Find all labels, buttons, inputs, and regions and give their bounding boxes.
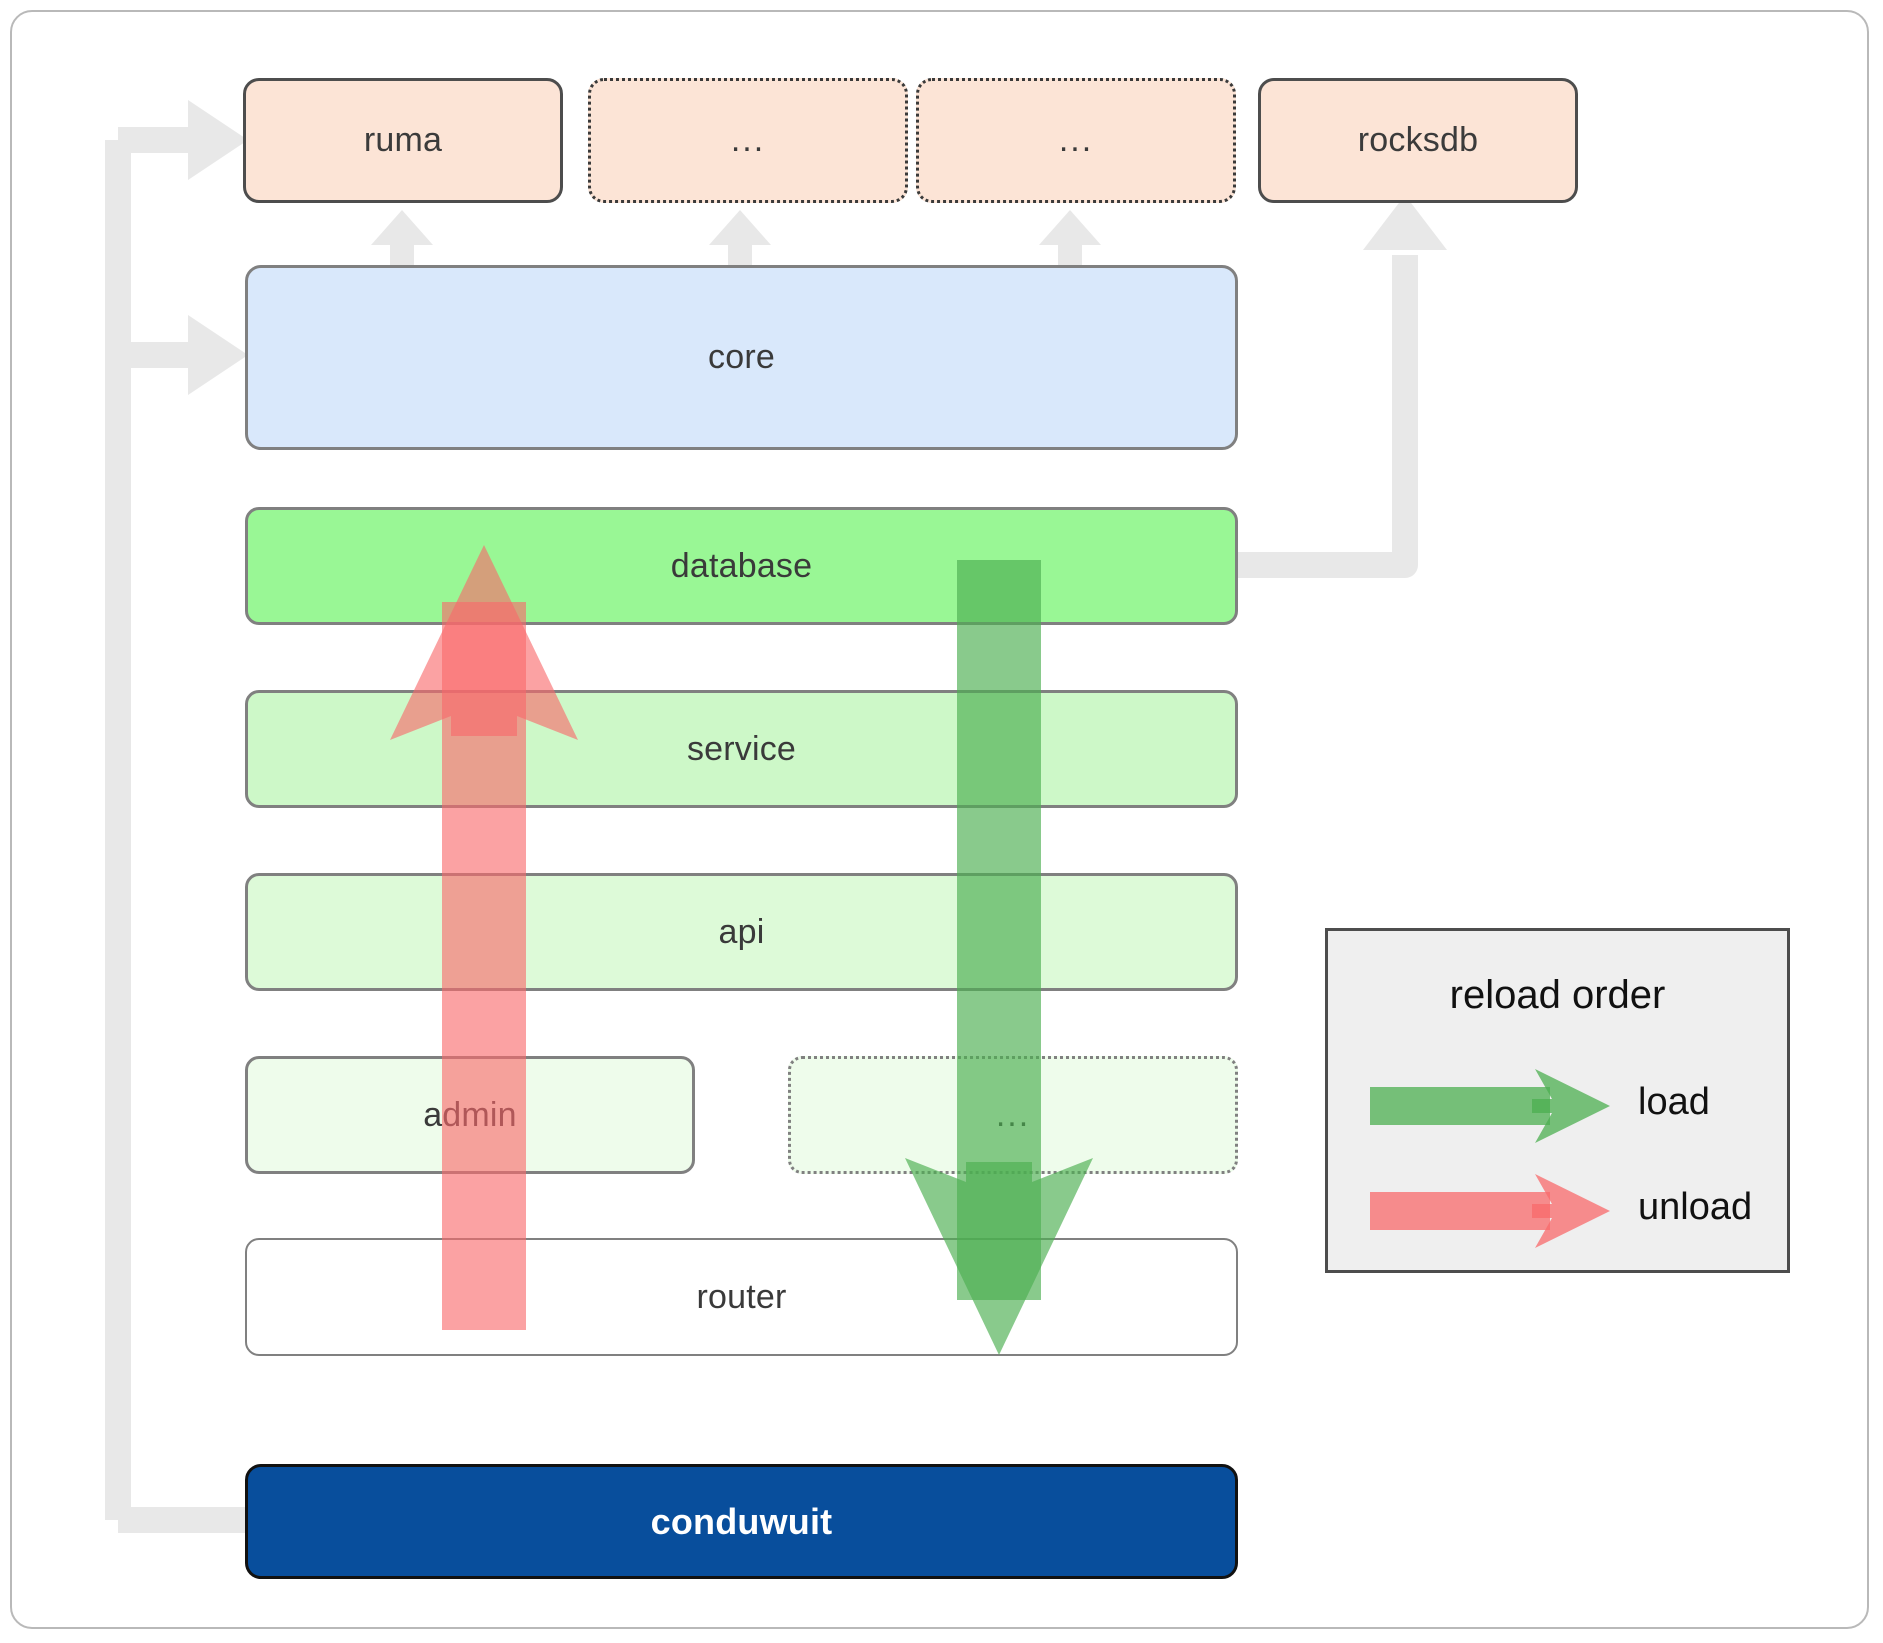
stack-label: service: [686, 729, 797, 768]
dependency-box-rocksdb[interactable]: rocksdb: [1258, 78, 1578, 203]
legend-load-arrow-icon: [1370, 1061, 1620, 1156]
legend-unload-label: unload: [1638, 1186, 1753, 1228]
load-arrow-head: [905, 1158, 1093, 1355]
dependency-box-ruma[interactable]: ruma: [243, 78, 563, 203]
root-box-conduwuit[interactable]: conduwuit: [245, 1464, 1238, 1579]
dependency-box-placeholder-1[interactable]: ...: [588, 78, 908, 203]
legend-unload-arrow-icon: [1370, 1166, 1620, 1261]
legend-load-label: load: [1638, 1081, 1710, 1123]
stack-box-service[interactable]: service: [245, 690, 1238, 808]
stack-label: router: [696, 1277, 787, 1316]
load-arrow: [900, 560, 1100, 1360]
dependency-label: rocksdb: [1357, 121, 1479, 159]
legend-panel: reload order load unload: [1325, 928, 1790, 1273]
stack-box-api[interactable]: api: [245, 873, 1238, 991]
stack-box-router[interactable]: router: [245, 1238, 1238, 1356]
legend-row-load: load: [1328, 1061, 1787, 1151]
legend-title: reload order: [1449, 973, 1666, 1017]
unload-arrow: [385, 540, 585, 1330]
unload-arrow-head: [390, 545, 578, 740]
stack-label: api: [718, 912, 765, 951]
root-label: conduwuit: [650, 1500, 833, 1542]
legend-row-unload: unload: [1328, 1166, 1787, 1256]
core-box[interactable]: core: [245, 265, 1238, 450]
dependency-label: ...: [730, 121, 766, 159]
dependency-label: ...: [1058, 121, 1094, 159]
stack-box-database[interactable]: database: [245, 507, 1238, 625]
dependency-label: ruma: [363, 121, 443, 159]
dependency-box-placeholder-2[interactable]: ...: [916, 78, 1236, 203]
core-label: core: [708, 338, 775, 376]
stack-label: database: [670, 546, 813, 585]
